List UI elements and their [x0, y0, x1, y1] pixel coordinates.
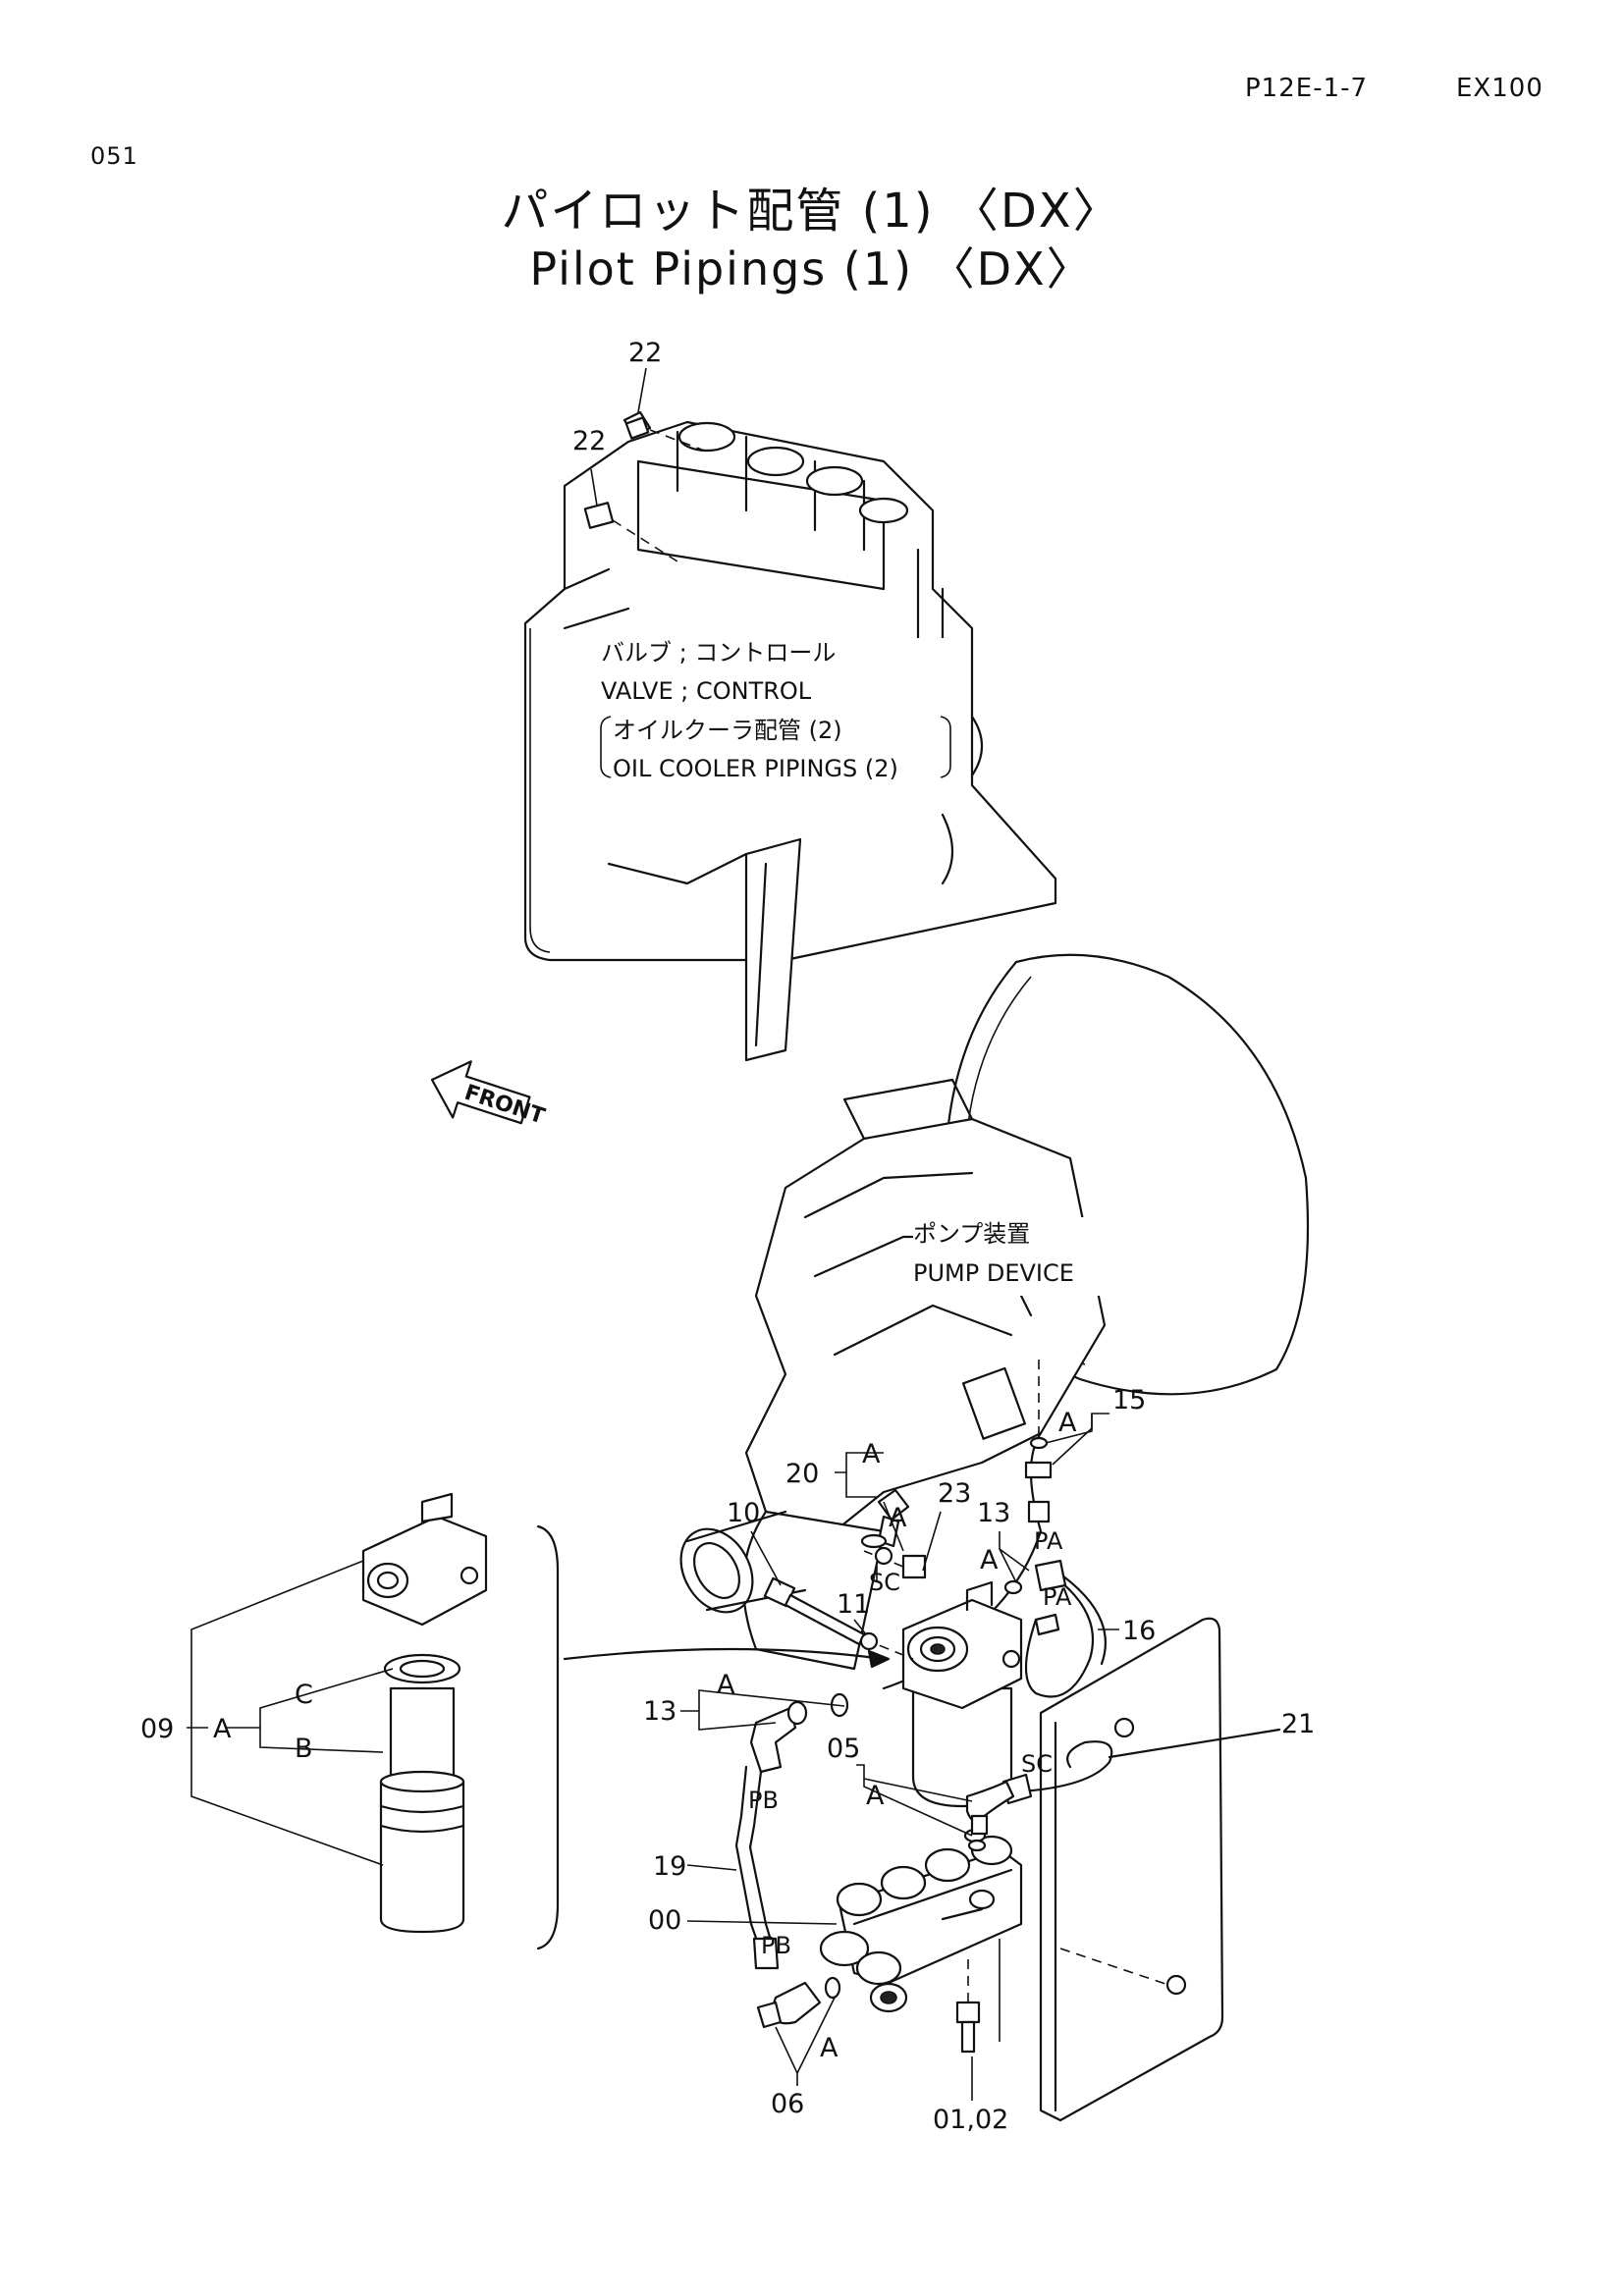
part-number-15: 15: [1112, 1385, 1146, 1415]
title-english: Pilot Pipings (1) 〈DX〉: [529, 242, 1094, 295]
port-pb-upper: PB: [748, 1787, 779, 1814]
letter-c: C: [295, 1680, 313, 1710]
part-number-20: 20: [785, 1459, 819, 1489]
letter-a-05: A: [866, 1781, 885, 1811]
part-number-06: 06: [771, 2089, 804, 2119]
hose-19: [734, 1765, 780, 1970]
letter-b: B: [295, 1734, 313, 1764]
part-number-10: 10: [727, 1498, 760, 1528]
callout-pump-ja: ポンプ装置: [913, 1220, 1030, 1248]
callout-valve-en: VALVE ; CONTROL: [601, 677, 812, 705]
fitting-15: [1024, 1436, 1053, 1523]
letter-a-15: A: [1058, 1408, 1077, 1438]
callout-pump-en: PUMP DEVICE: [913, 1259, 1074, 1287]
part-number-13-upper: 13: [977, 1498, 1010, 1528]
part-number-23: 23: [938, 1478, 971, 1509]
letter-a-09: A: [213, 1714, 232, 1744]
callout-cooler-en: OIL COOLER PIPINGS (2): [613, 755, 898, 782]
callout-valve-ja: バルブ ; コントロール: [601, 639, 836, 667]
elbow-06: [756, 1981, 822, 2029]
elbow-13-lower: [749, 1700, 808, 1774]
bolt-22-upper: [622, 410, 708, 453]
title-japanese: パイロット配管 (1) 〈DX〉: [501, 184, 1122, 239]
callout-cooler-ja: オイルクーラ配管 (2): [613, 717, 842, 744]
port-sc-upper: SC: [869, 1569, 900, 1596]
pump-device-drawing: [679, 953, 1310, 1690]
bolt-22-lower: [583, 502, 678, 562]
part-number-16: 16: [1122, 1616, 1156, 1646]
letter-a-13-lower: A: [717, 1670, 735, 1700]
part-number-22-lower: 22: [572, 426, 606, 456]
bracket-plate: [1039, 1617, 1224, 2122]
page-code: P12E-1-7: [1245, 74, 1369, 103]
port-pa-upper: PA: [1034, 1527, 1063, 1555]
port-pa-lower: PA: [1043, 1583, 1072, 1611]
pilot-filter-drawing: [901, 1580, 1023, 1808]
front-arrow-icon: FRONT: [430, 1060, 548, 1129]
bolt-01-02: [955, 1953, 981, 2054]
letter-a-06: A: [820, 2033, 839, 2063]
part-number-09: 09: [140, 1714, 174, 1744]
letter-a-23: A: [889, 1503, 907, 1533]
model-name: EX100: [1456, 74, 1543, 103]
part-number-19: 19: [653, 1851, 686, 1882]
part-number-21: 21: [1281, 1709, 1315, 1739]
filter-assembly-detail: [361, 1492, 488, 1934]
part-number-01-02: 01,02: [933, 2105, 1008, 2135]
part-number-11: 11: [837, 1589, 870, 1620]
letter-a-20a: A: [862, 1439, 881, 1469]
elbow-05: [965, 1780, 1015, 1836]
port-pb-lower: PB: [761, 1932, 791, 1959]
letter-a-13-upper: A: [980, 1545, 999, 1575]
part-number-00: 00: [648, 1905, 681, 1936]
part-number-05: 05: [827, 1734, 860, 1764]
part-number-13-lower: 13: [643, 1696, 676, 1727]
bolt-10: [763, 1576, 914, 1660]
pilot-valve-drawing: [819, 1828, 1023, 2013]
hose-16: [1024, 1559, 1107, 1698]
port-sc-lower: SC: [1021, 1750, 1053, 1778]
page-number: 051: [90, 142, 138, 170]
part-number-22-upper: 22: [628, 338, 662, 368]
